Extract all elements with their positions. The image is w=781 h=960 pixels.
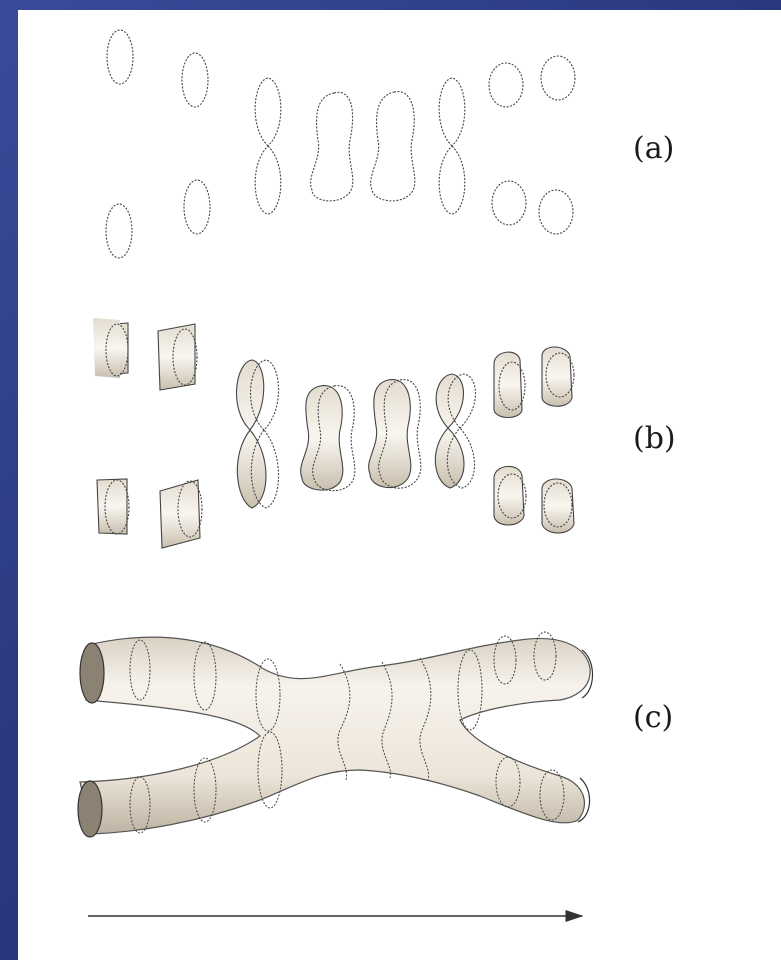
- panel-label-c: (c): [633, 700, 673, 735]
- panel-a-contours: [106, 30, 575, 258]
- panel-b-segments: [93, 318, 574, 548]
- panel-c-surface: [78, 632, 593, 837]
- panel-label-a: (a): [633, 131, 674, 166]
- panel-label-b: (b): [633, 421, 676, 456]
